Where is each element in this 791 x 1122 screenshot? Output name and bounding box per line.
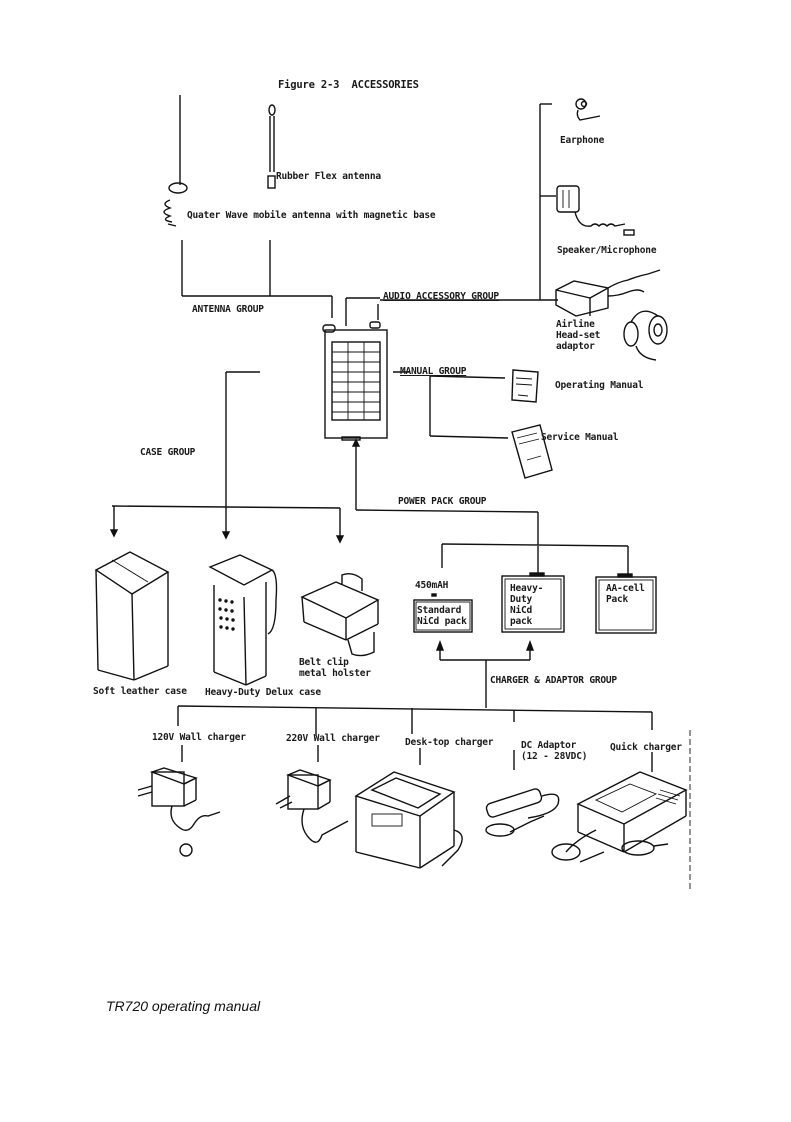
speaker-microphone-label: Speaker/Microphone — [557, 245, 657, 256]
quarter-wave-antenna-icon — [163, 95, 188, 227]
antenna-group-label: ANTENNA GROUP — [192, 304, 264, 315]
120v-wall-charger-label: 120V Wall charger — [152, 732, 246, 743]
desk-top-charger-label: Desk-top charger — [405, 737, 494, 748]
dc-adaptor-icon — [485, 788, 560, 837]
aa-cell-pack-icon — [595, 573, 657, 634]
service-manual-label: Service Manual — [541, 432, 619, 443]
service-manual-icon — [511, 424, 553, 479]
120v-wall-charger-icon — [137, 767, 221, 857]
quarter-wave-antenna-label: Quater Wave mobile antenna with magnetic… — [187, 210, 436, 221]
belt-clip-holster-icon — [300, 572, 380, 657]
heavy-duty-nicd-pack-label: Heavy- Duty NiCd pack — [510, 583, 544, 627]
220v-wall-charger-label: 220V Wall charger — [286, 733, 380, 744]
standard-nicd-pack-icon — [413, 593, 473, 633]
aa-cell-pack-label: AA-cell Pack — [606, 583, 645, 605]
heavy-duty-nicd-pack-icon — [501, 572, 565, 633]
headset-adaptor-icon — [555, 269, 668, 361]
standard-nicd-pack-label: Standard NiCd pack — [417, 605, 467, 627]
airline-headset-adaptor-label: Airline Head-set adaptor — [556, 319, 601, 352]
soft-leather-case-icon — [94, 551, 170, 681]
power-pack-group-label: POWER PACK GROUP — [398, 496, 487, 507]
rubber-flex-antenna-label: Rubber Flex antenna — [276, 171, 381, 182]
audio-accessory-group-label: AUDIO ACCESSORY GROUP — [383, 291, 499, 302]
220v-wall-charger-icon — [275, 769, 349, 843]
earphone-icon — [575, 98, 601, 121]
speaker-microphone-icon — [556, 185, 635, 236]
figure-title: Figure 2-3 ACCESSORIES — [278, 79, 419, 91]
dc-adaptor-label: DC Adaptor (12 - 28VDC) — [521, 740, 588, 762]
radio-transceiver-icon — [322, 321, 388, 441]
case-group-label: CASE GROUP — [140, 447, 196, 458]
soft-leather-case-label: Soft leather case — [93, 686, 187, 697]
belt-clip-holster-label: Belt clip metal holster — [299, 657, 371, 679]
diagram-lines — [94, 95, 691, 890]
heavy-duty-delux-case-icon — [208, 554, 278, 686]
heavy-duty-delux-case-label: Heavy-Duty Delux case — [205, 687, 321, 698]
rubber-flex-antenna-icon — [267, 104, 276, 189]
manual-group-label: MANUAL GROUP — [400, 366, 467, 377]
desk-top-charger-icon — [354, 771, 463, 869]
standard-pack-capacity-label: 450mAH — [415, 580, 449, 591]
quick-charger-icon — [551, 771, 688, 863]
quick-charger-label: Quick charger — [610, 742, 682, 753]
accessories-diagram: Figure 2-3 ACCESSORIES Rubber Flex anten… — [93, 79, 691, 890]
operating-manual-label: Operating Manual — [555, 380, 644, 391]
document-footer: TR720 operating manual — [106, 998, 261, 1014]
earphone-label: Earphone — [560, 135, 605, 146]
operating-manual-icon — [511, 369, 539, 403]
charger-adaptor-group-label: CHARGER & ADAPTOR GROUP — [490, 675, 617, 686]
